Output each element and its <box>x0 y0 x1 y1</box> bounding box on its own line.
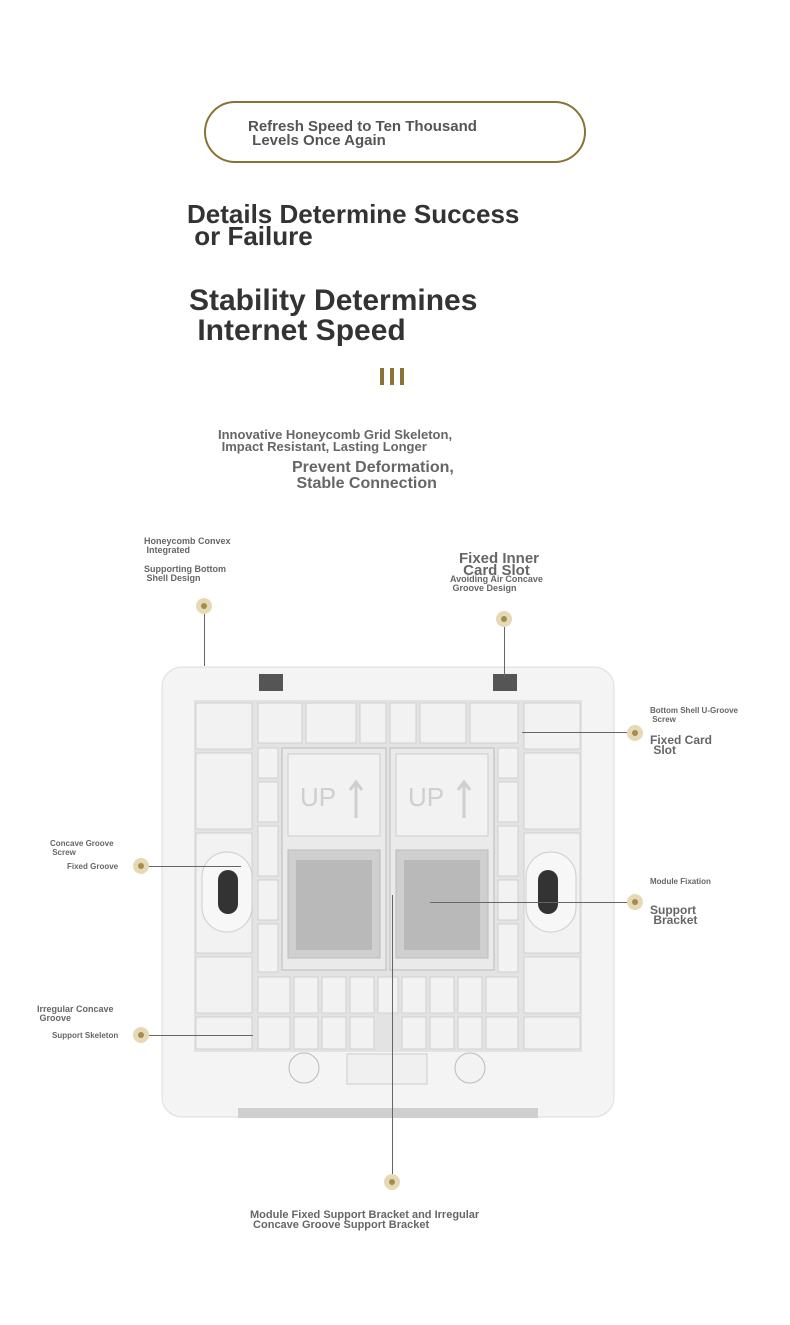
banner-pill <box>204 101 586 163</box>
callout-dot-skeleton <box>133 1027 149 1043</box>
callout-line-support-bracket <box>430 902 635 903</box>
callout-line-fixed-groove <box>149 866 241 867</box>
callout-dot-fixed-card <box>627 725 643 741</box>
callout-line-skeleton <box>149 1035 253 1036</box>
subtitle-honeycomb: Innovative Honeycomb Grid Skeleton, Impa… <box>218 427 453 454</box>
banner-text: Refresh Speed to Ten Thousand Levels Onc… <box>248 118 477 149</box>
callout-line-inner-slot <box>504 627 505 677</box>
label-concave-screw: Concave Groove Screw <box>50 839 114 857</box>
label-fixed-card: Fixed Card Slot <box>650 733 713 757</box>
label-fixed-groove: Fixed Groove <box>67 862 119 871</box>
callout-dot-honeycomb <box>196 598 212 614</box>
label-module-fixation: Module Fixation <box>650 877 711 886</box>
callout-dot-fixed-groove <box>133 858 149 874</box>
callout-line-bottom <box>392 895 393 1175</box>
label-avoiding: Avoiding Air Concave Groove Design <box>450 574 543 593</box>
subtitle-prevent: Prevent Deformation, Stable Connection <box>292 459 454 492</box>
label-supporting: Supporting Bottom Shell Design <box>144 564 226 583</box>
label-support-skeleton: Support Skeleton <box>52 1031 119 1040</box>
label-irregular: Irregular Concave Groove <box>37 1004 114 1023</box>
divider-bars <box>380 368 410 390</box>
label-bottom: Module Fixed Support Bracket and Irregul… <box>250 1209 480 1231</box>
callout-line-fixed-card <box>522 732 635 733</box>
callout-dot-bottom <box>384 1174 400 1190</box>
up-label-left: UP <box>300 782 336 812</box>
up-label-right: UP <box>408 782 444 812</box>
callout-line-honeycomb <box>204 614 205 666</box>
headline-details: Details Determine Success or Failure <box>187 199 520 251</box>
label-fixed-inner: Fixed Inner Card Slot <box>459 550 540 579</box>
label-bottom-shell: Bottom Shell U-Groove Screw <box>650 706 739 724</box>
headline-stability: Stability Determines Internet Speed <box>189 284 478 347</box>
callout-dot-support-bracket <box>627 894 643 910</box>
callout-dot-inner-slot <box>496 611 512 627</box>
label-support-bracket: Support Bracket <box>650 903 698 927</box>
label-honeycomb: Honeycomb Convex Integrated <box>144 536 231 555</box>
